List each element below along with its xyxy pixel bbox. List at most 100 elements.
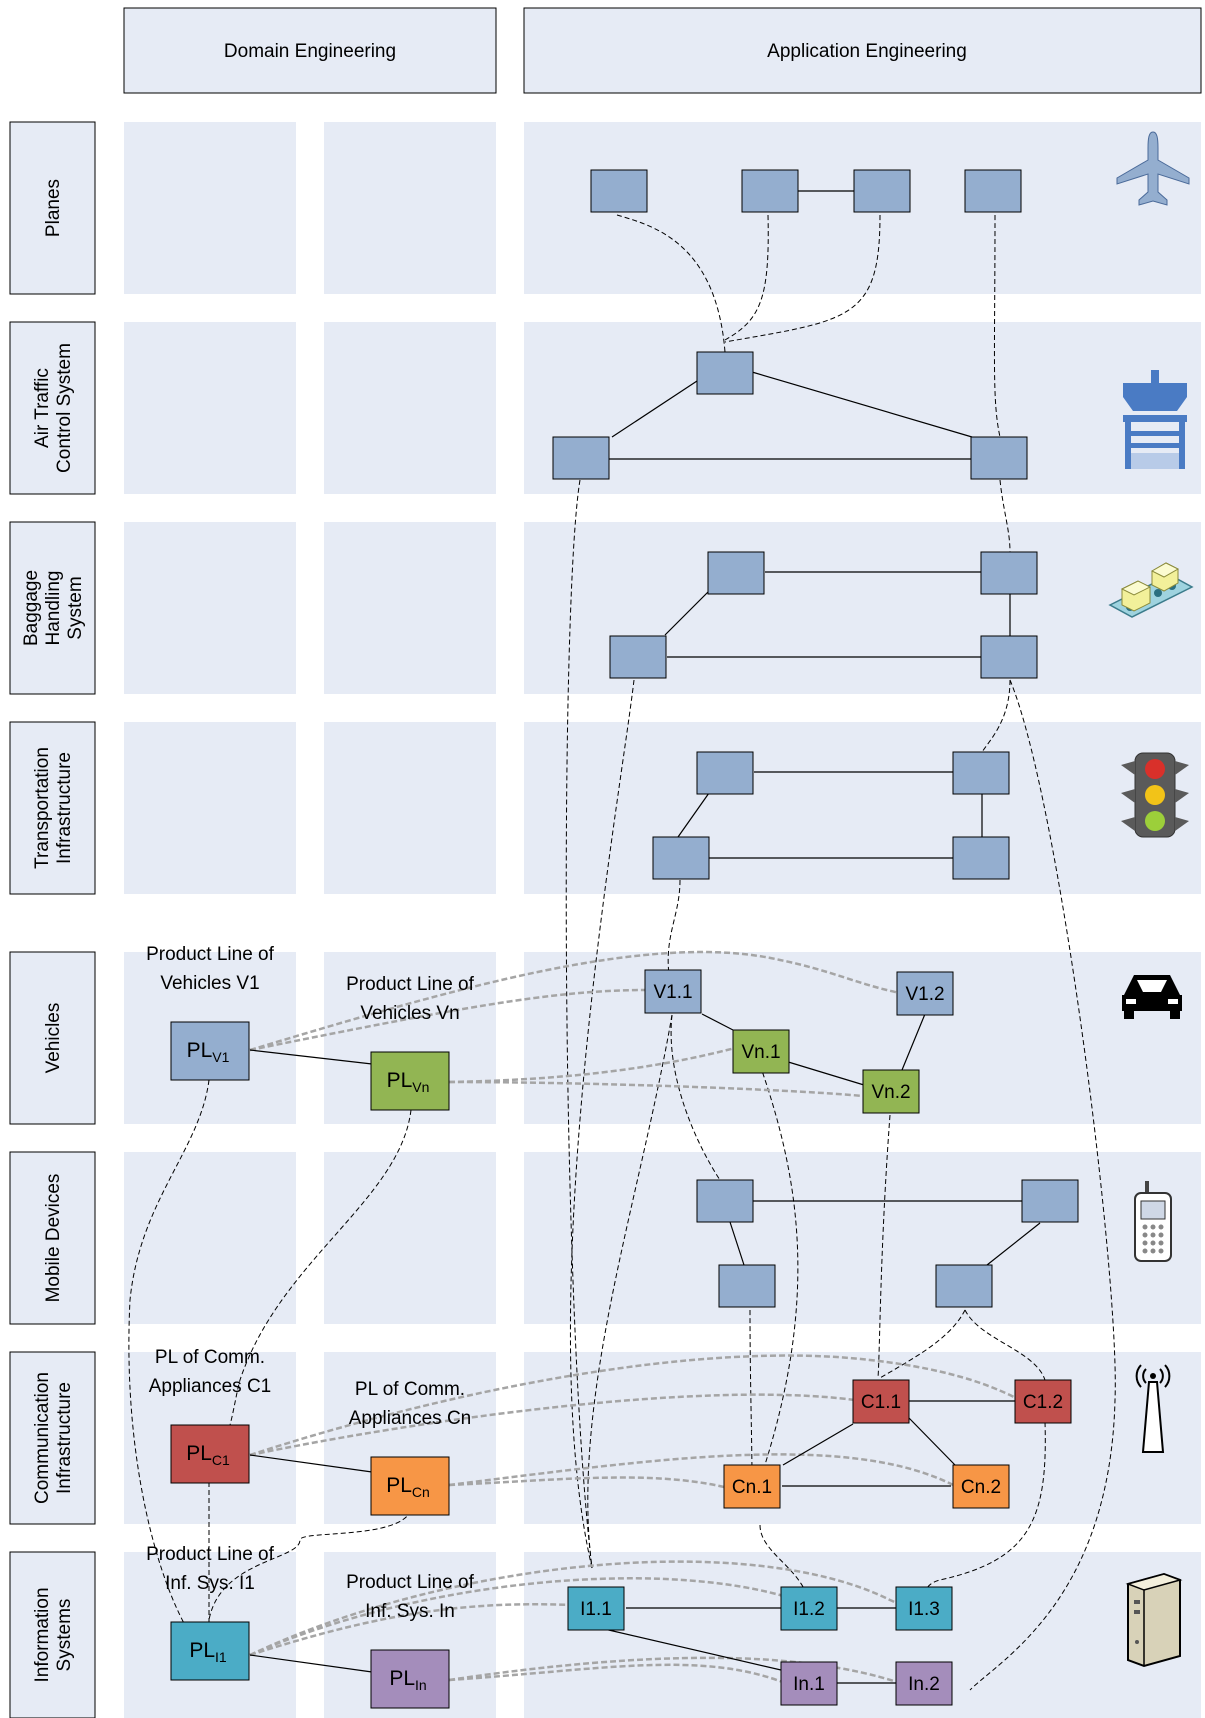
product-line-caption: PL of Comm. <box>155 1347 265 1368</box>
node-cn-2: Cn.2 <box>952 1464 1010 1509</box>
node-i1-1: I1.1 <box>567 1586 625 1631</box>
band-mobile-application <box>524 1152 1201 1324</box>
application-engineering-title: Application Engineering <box>767 41 967 62</box>
product-line-c1: PL of Comm. Appliances C1 PLC1 <box>149 1347 272 1484</box>
node-label: I1.2 <box>793 1599 825 1620</box>
product-line-caption: Vehicles Vn <box>360 1003 459 1024</box>
domain-engineering-title: Domain Engineering <box>224 41 396 62</box>
band-comm-application <box>524 1352 1201 1524</box>
product-line-label: PLI1 <box>189 1639 227 1665</box>
node-label: V1.1 <box>653 982 692 1003</box>
product-line-caption: Product Line of <box>146 944 275 965</box>
band-mobile-domain-1 <box>124 1152 296 1324</box>
application-nodes: V1.1 V1.2Vn.1Vn.2C1.1 C1.2Cn.1 Cn.2I1.1 I1.2… <box>567 969 1072 1706</box>
row-label-text: Control System <box>54 343 75 473</box>
node-v1-2: V1.2 <box>896 971 954 1016</box>
node-label: Vn.1 <box>741 1042 780 1063</box>
node-label: In.1 <box>793 1674 825 1695</box>
mobile-components <box>696 1179 1079 1308</box>
component-box <box>696 1179 754 1223</box>
band-baggage-domain-2 <box>324 522 496 694</box>
component-box <box>696 751 754 795</box>
row-label-planes: Planes <box>9 121 96 295</box>
antenna-icon <box>1135 1364 1171 1453</box>
product-line-label: PLV1 <box>187 1039 230 1065</box>
row-label-text: Infrastructure <box>54 752 75 864</box>
node-c1-1: C1.1 <box>852 1379 910 1424</box>
node-label: V1.2 <box>905 984 944 1005</box>
product-line-label: PLCn <box>386 1474 430 1500</box>
product-line-caption: Product Line of <box>346 1572 475 1593</box>
row-bands <box>124 122 1201 1718</box>
node-label: Cn.1 <box>732 1477 772 1498</box>
planes-components <box>590 169 1022 213</box>
band-atc-domain-1 <box>124 322 296 494</box>
row-label-mobile: Mobile Devices <box>9 1151 96 1325</box>
node-label: I1.1 <box>580 1599 612 1620</box>
row-label-text: Information <box>32 1587 53 1682</box>
product-line-caption: Appliances C1 <box>149 1376 272 1397</box>
component-box <box>980 635 1038 679</box>
row-label-text: Infrastructure <box>54 1382 75 1494</box>
row-label-text: Mobile Devices <box>43 1174 64 1303</box>
component-box <box>652 836 710 880</box>
band-transport-domain-2 <box>324 722 496 894</box>
band-atc-application <box>524 322 1201 494</box>
band-transport-domain-1 <box>124 722 296 894</box>
component-box <box>1021 1179 1079 1223</box>
node-label: C1.1 <box>861 1392 901 1413</box>
node-label: In.2 <box>908 1674 940 1695</box>
application-engineering-header: Application Engineering <box>523 7 1202 94</box>
row-label-text: System <box>65 576 86 639</box>
row-label-text: Handling <box>43 571 64 646</box>
node-in-2: In.2 <box>895 1661 953 1706</box>
product-line-v1: Product Line of Vehicles V1 PLV1 <box>146 944 275 1081</box>
node-label: I1.3 <box>908 1599 940 1620</box>
row-label-text: Communication <box>32 1372 53 1504</box>
server-icon <box>1125 1572 1183 1668</box>
mapping-links <box>128 214 1116 1691</box>
product-line-caption: Product Line of <box>146 1544 275 1565</box>
product-line-caption: Vehicles V1 <box>160 973 259 994</box>
row-label-vehicles: Vehicles <box>9 951 96 1125</box>
component-box <box>952 751 1010 795</box>
node-vn-2: Vn.2 <box>862 1069 920 1114</box>
band-baggage-domain-1 <box>124 522 296 694</box>
node-in-1: In.1 <box>780 1661 838 1706</box>
component-box <box>964 169 1022 213</box>
node-v1-1: V1.1 <box>644 969 702 1014</box>
node-vn-1: Vn.1 <box>732 1029 790 1074</box>
node-label: C1.2 <box>1023 1392 1063 1413</box>
product-line-label: PLC1 <box>186 1442 230 1468</box>
row-label-text: Air Traffic <box>32 368 53 448</box>
solid-links <box>249 190 1041 1684</box>
component-box <box>980 551 1038 595</box>
car-icon <box>1122 975 1182 1019</box>
row-label-text: Systems <box>54 1599 75 1672</box>
product-line-label: PLIn <box>389 1667 426 1693</box>
atc-components <box>552 351 1028 480</box>
control-tower-icon <box>1123 370 1187 469</box>
product-line-caption: Product Line of <box>346 974 475 995</box>
band-planes-domain-1 <box>124 122 296 294</box>
product-line-links <box>249 950 1021 1685</box>
band-planes-domain-2 <box>324 122 496 294</box>
mobile-phone-icon <box>1134 1181 1172 1262</box>
component-box <box>853 169 911 213</box>
node-cn-1: Cn.1 <box>723 1464 781 1509</box>
product-line-caption: Inf. Sys. I1 <box>165 1573 255 1594</box>
component-box <box>718 1264 776 1308</box>
node-label: Vn.2 <box>871 1082 910 1103</box>
conveyor-icon <box>1108 562 1194 618</box>
node-c1-2: C1.2 <box>1014 1379 1072 1424</box>
component-box <box>952 836 1010 880</box>
